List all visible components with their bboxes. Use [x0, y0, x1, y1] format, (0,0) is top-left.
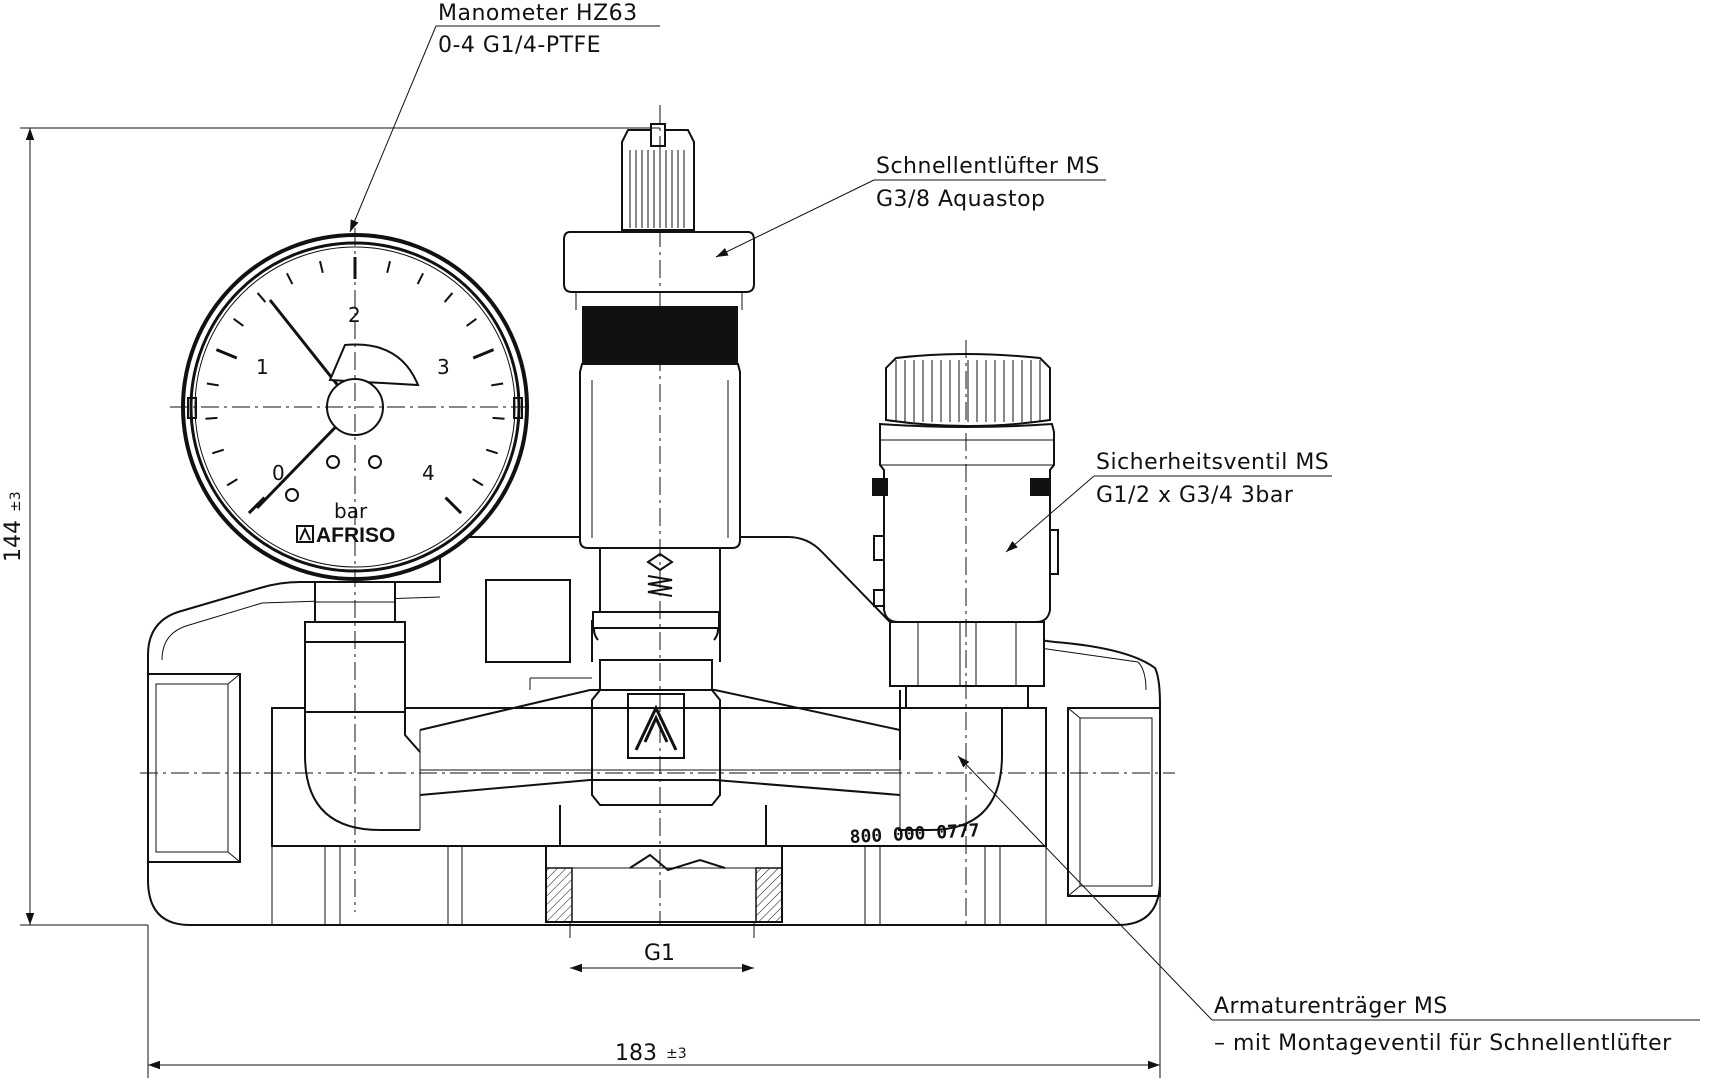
gauge-label-1: 1	[256, 355, 269, 379]
width-dimension: 183 ±3	[147, 896, 1161, 1078]
gauge-tick	[444, 496, 463, 515]
callout-manometer-line1: Manometer HZ63	[438, 1, 638, 26]
afriso-logo: AFRISO	[296, 524, 395, 547]
safety-valve	[872, 353, 1059, 709]
gauge-tick	[205, 416, 218, 420]
gauge-brand: AFRISO	[316, 524, 395, 547]
gauge-tick	[472, 478, 484, 487]
gauge-tick	[233, 318, 244, 327]
gauge-tick	[466, 318, 477, 327]
callout-vent-line2: G3/8 Aquastop	[876, 187, 1046, 212]
gauge-tick	[386, 260, 391, 274]
gauge-tick	[247, 496, 266, 515]
callout-safety-valve: Sicherheitsventil MS G1/2 x G3/4 3bar	[1005, 450, 1332, 553]
height-dimension: 144 ±3	[1, 127, 660, 926]
gauge-label-4: 4	[422, 461, 435, 485]
gauge-tick	[416, 272, 424, 285]
thread-dimension: G1	[570, 941, 754, 973]
height-tolerance: ±3	[8, 491, 24, 512]
gauge-tick	[215, 348, 238, 360]
serial-number: 800 000 0777	[849, 820, 980, 848]
callout-manometer: Manometer HZ63 0-4 G1/4-PTFE	[349, 1, 660, 233]
gauge-unit: bar	[334, 499, 368, 523]
callout-carrier-line2: – mit Montageventil für Schnellentlüfter	[1214, 1031, 1672, 1056]
gauge-tick	[472, 348, 495, 360]
gauge-tick	[443, 292, 454, 303]
callout-carrier-line1: Armaturenträger MS	[1214, 994, 1448, 1019]
gauge-tick	[492, 416, 505, 420]
gauge-tick	[212, 448, 225, 455]
callout-vent: Schnellentlüfter MS G3/8 Aquastop	[715, 154, 1106, 258]
cap-knurl	[629, 150, 685, 228]
gauge-tick	[256, 292, 267, 303]
gauge-tick	[319, 260, 324, 274]
bottom-thread-g1	[545, 805, 783, 938]
gauge-tick	[485, 448, 498, 455]
width-value: 183	[615, 1041, 657, 1066]
callout-manometer-line2: 0-4 G1/4-PTFE	[438, 33, 601, 58]
callout-safety-valve-line2: G1/2 x G3/4 3bar	[1096, 483, 1294, 508]
callout-safety-valve-line1: Sicherheitsventil MS	[1096, 450, 1329, 475]
gauge-label-2: 2	[348, 303, 361, 327]
center-lines	[140, 105, 1175, 925]
gauge-label-3: 3	[437, 355, 450, 379]
gauge-tick	[226, 478, 238, 487]
gauge-label-0: 0	[272, 461, 285, 485]
gauge-tick	[206, 382, 219, 387]
width-tolerance: ±3	[666, 1046, 687, 1062]
thread-value: G1	[644, 941, 675, 966]
gauge-ticks	[205, 257, 505, 515]
gauge-tick	[491, 382, 504, 387]
callout-carrier: Armaturenträger MS – mit Montageventil f…	[957, 755, 1700, 1056]
height-value: 144	[1, 520, 26, 562]
valve-knurl	[895, 360, 1041, 422]
gauge-tick	[286, 272, 294, 285]
air-vent	[563, 123, 755, 629]
callout-vent-line1: Schnellentlüfter MS	[876, 154, 1100, 179]
